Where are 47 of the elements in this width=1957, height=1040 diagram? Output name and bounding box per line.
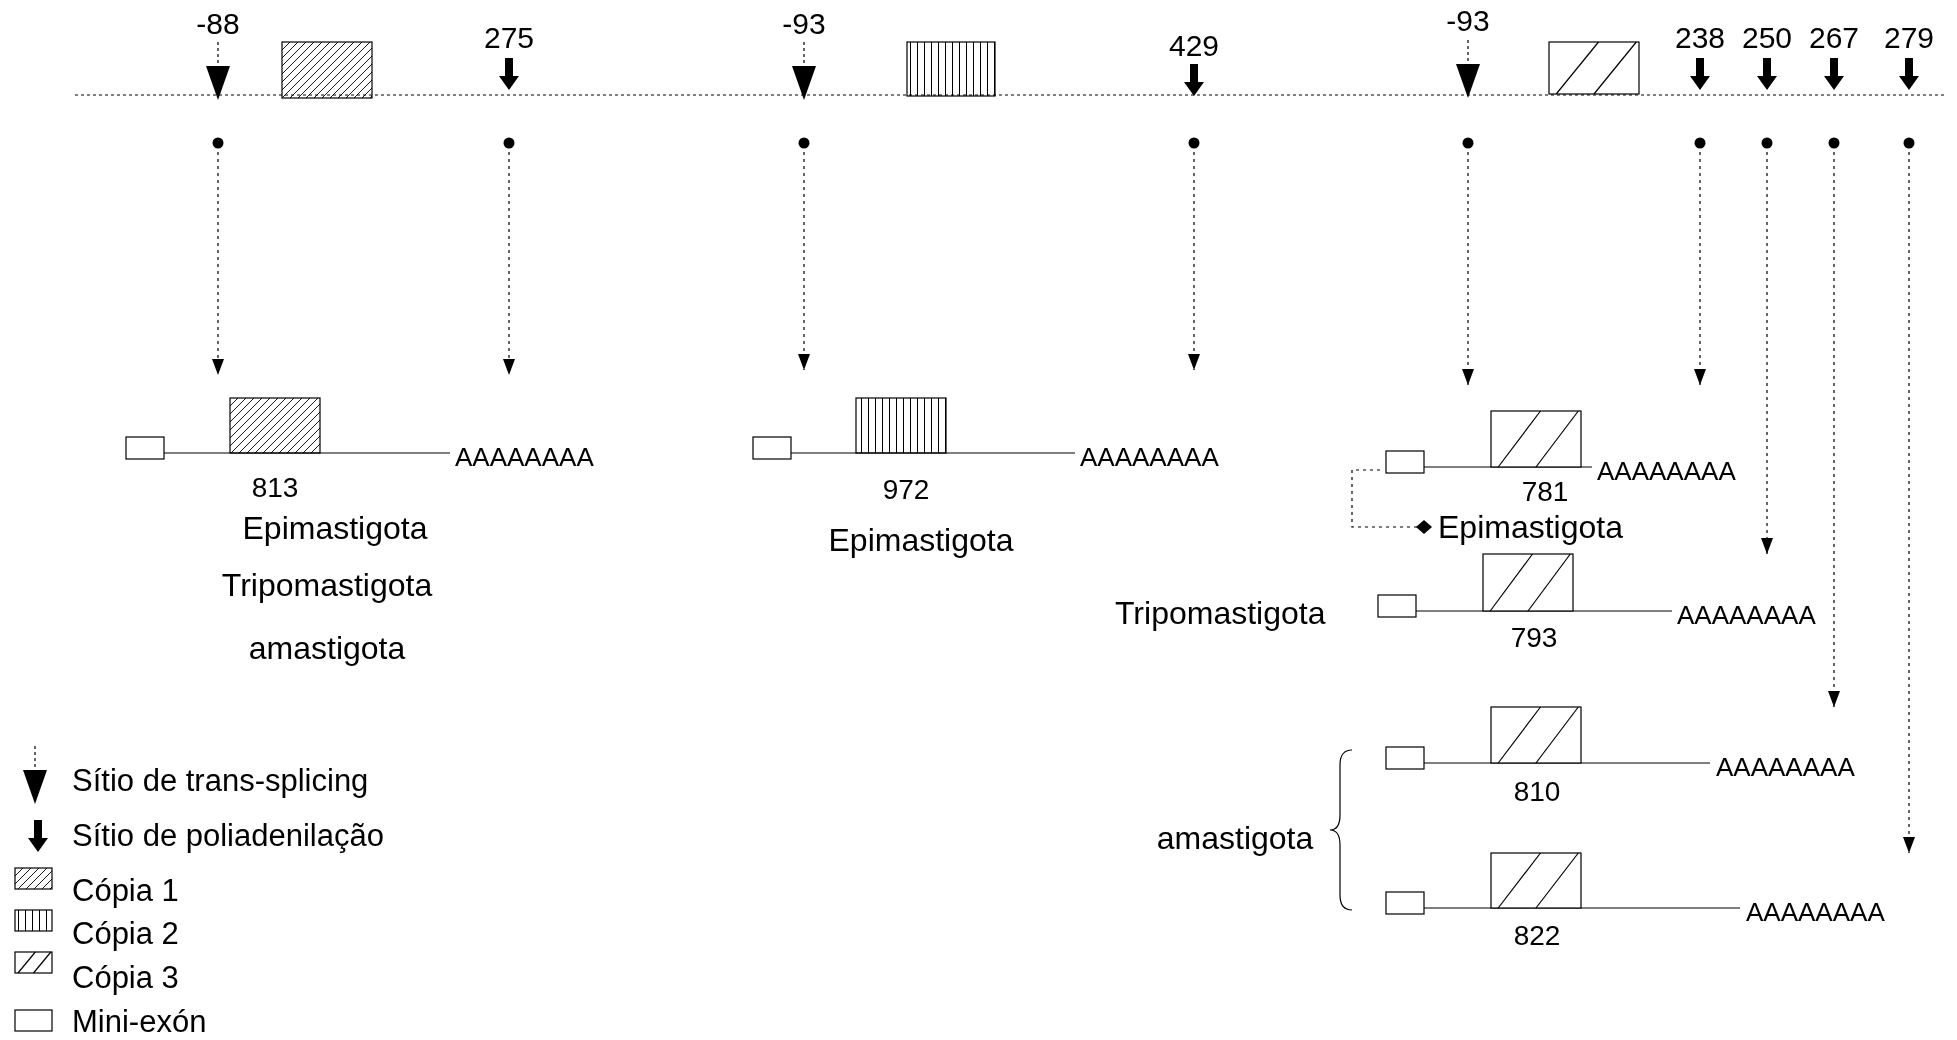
length-number: 972 bbox=[881, 475, 931, 505]
length-number: 781 bbox=[1520, 477, 1570, 507]
dashed-arrow bbox=[1188, 151, 1200, 371]
dashed-arrow bbox=[798, 151, 810, 371]
dashed-arrow bbox=[1462, 151, 1474, 386]
hatched-rectangle bbox=[282, 42, 372, 98]
stage-label: amastigota bbox=[247, 629, 407, 667]
dashed-arrow bbox=[1903, 151, 1915, 854]
legend-label: Cópia 1 bbox=[72, 872, 179, 910]
poly-a-tail: AAAAAAAA bbox=[455, 442, 594, 472]
position-number: 279 bbox=[1882, 22, 1936, 54]
stage-label: Epimastigota bbox=[1438, 508, 1623, 546]
legend-label: Sítio de trans-splicing bbox=[72, 762, 369, 800]
poly-a-tail: AAAAAAAA bbox=[1677, 600, 1816, 630]
position-number: 238 bbox=[1673, 22, 1727, 54]
legend-label: Cópia 2 bbox=[72, 915, 179, 953]
length-number: 793 bbox=[1509, 623, 1559, 653]
stage-label: amastigota bbox=[1155, 819, 1315, 857]
diagonal-lined-rectangle bbox=[1549, 42, 1639, 94]
dashed-arrow bbox=[503, 151, 515, 376]
striped-rectangle bbox=[907, 42, 995, 96]
legend-label: Cópia 3 bbox=[72, 959, 179, 997]
poly-a-tail: AAAAAAAA bbox=[1746, 897, 1885, 927]
position-number: 267 bbox=[1807, 22, 1861, 54]
dashed-arrow bbox=[1694, 151, 1706, 386]
position-number: 250 bbox=[1740, 22, 1794, 54]
length-number: 810 bbox=[1512, 777, 1562, 807]
length-number: 822 bbox=[1512, 921, 1562, 951]
poly-a-tail: AAAAAAAA bbox=[1716, 752, 1855, 782]
stage-label: Tripomastigota bbox=[1115, 594, 1326, 632]
length-number: 813 bbox=[250, 473, 300, 503]
stage-label: Tripomastigota bbox=[220, 566, 434, 604]
legend-label: Sítio de poliadenilação bbox=[72, 817, 384, 855]
position-number: 275 bbox=[482, 22, 536, 54]
dashed-arrow bbox=[212, 151, 224, 376]
poly-a-tail: AAAAAAAA bbox=[1080, 442, 1219, 472]
stage-label: Epimastigota bbox=[827, 521, 1015, 559]
dashed-connector bbox=[1351, 469, 1433, 534]
dashed-arrow bbox=[1761, 151, 1773, 555]
poly-a-tail: AAAAAAAA bbox=[1597, 456, 1736, 486]
stage-label: Epimastigota bbox=[241, 509, 429, 547]
dashed-arrow bbox=[1828, 151, 1840, 708]
position-number: -93 bbox=[1445, 5, 1491, 37]
position-number: -93 bbox=[781, 8, 827, 40]
legend-label: Mini-exón bbox=[72, 1003, 207, 1040]
position-number: -88 bbox=[195, 8, 241, 40]
position-number: 429 bbox=[1167, 30, 1221, 62]
